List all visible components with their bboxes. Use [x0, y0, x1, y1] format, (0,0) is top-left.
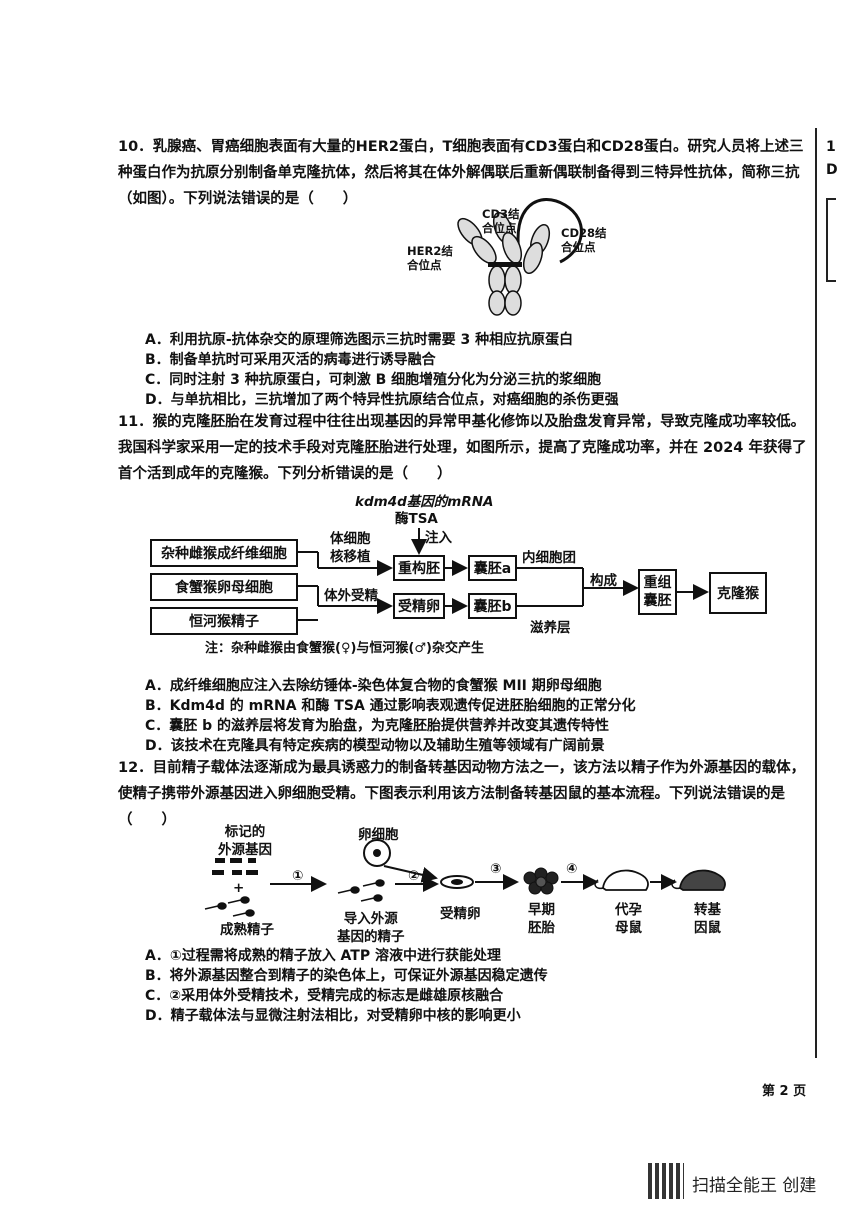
- early-embryo-label: 早期胚胎: [528, 902, 555, 936]
- q10-option-c: C．同时注射 3 种抗原蛋白，可刺激 B 细胞增殖分化为分泌三抗的浆细胞: [145, 372, 602, 388]
- tsa-label: 酶TSA: [395, 511, 438, 527]
- box-rhesus-sperm: 恒河猴精子: [150, 607, 298, 635]
- form-label: 构成: [590, 573, 617, 589]
- box-cloned-monkey: 克隆猴: [709, 572, 767, 614]
- trophoblast-label: 滋养层: [530, 620, 571, 636]
- cd28-site-label: CD28结合位点: [561, 226, 607, 254]
- q12-option-b: B．将外源基因整合到精子的染色体上，可保证外源基因稳定遗传: [145, 968, 548, 984]
- labeled-gene-label: 标记的外源基因: [218, 824, 272, 858]
- step-4-label: ④: [566, 861, 578, 877]
- figure-note: 注：杂种雌猴由食蟹猴(♀)与恒河猴(♂)杂交产生: [205, 641, 484, 656]
- egg-label: 卵细胞: [358, 827, 399, 843]
- qr-code-icon: [648, 1163, 684, 1199]
- zygote-label: 受精卵: [440, 906, 481, 922]
- transgenic-mouse-label: 转基因鼠: [694, 902, 721, 936]
- plus-sign: +: [233, 880, 245, 896]
- nuclear-transfer-label: 体细胞核移植: [330, 531, 371, 565]
- inner-cell-mass-label: 内细胞团: [522, 550, 576, 566]
- side-fragment-2: D: [826, 162, 838, 178]
- question-10-stem: 10．乳腺癌、胃癌细胞表面有大量的HER2蛋白，T细胞表面有CD3蛋白和CD28…: [118, 139, 804, 207]
- step-2-label: ②: [408, 868, 420, 884]
- cd3-site-label: CD3结合位点: [482, 207, 520, 235]
- box-hybrid-fibroblast: 杂种雌猴成纤维细胞: [150, 539, 298, 567]
- page-number: 第 2 页: [762, 1084, 807, 1099]
- q11-option-b: B．Kdm4d 的 mRNA 和酶 TSA 通过影响表观遗传促进胚胎细胞的正常分…: [145, 698, 636, 714]
- q11-option-d: D．该技术在克隆具有特定疾病的模型动物以及辅助生殖等领域有广阔前景: [145, 738, 605, 754]
- inject-label: 注入: [425, 530, 452, 546]
- scanner-watermark: 扫描全能王 创建: [692, 1176, 817, 1196]
- question-12-stem: 12．目前精子载体法逐渐成为最具诱惑力的制备转基因动物方法之一，该方法以精子作为…: [118, 760, 806, 828]
- box-reconstructed-embryo: 重构胚: [393, 555, 445, 581]
- step-3-label: ③: [490, 861, 502, 877]
- side-bracket: [826, 198, 836, 282]
- q10-option-d: D．与单抗相比，三抗增加了两个特异性抗原结合位点，对癌细胞的杀伤更强: [145, 392, 619, 408]
- q12-option-a: A．①过程需将成熟的精子放入 ATP 溶液中进行获能处理: [145, 948, 501, 964]
- carrier-sperm-label: 导入外源基因的精子: [337, 911, 405, 945]
- box-blastocyst-a: 囊胚a: [468, 555, 517, 581]
- box-zygote: 受精卵: [393, 593, 445, 619]
- box-recombinant-blastocyst: 重组囊胚: [638, 569, 677, 615]
- question-11-stem: 11．猴的克隆胚胎在发育过程中往往出现基因的异常甲基化修饰以及胎盘发育异常，导致…: [118, 414, 807, 482]
- mature-sperm-label: 成熟精子: [220, 922, 274, 938]
- side-fragment-1: 1: [826, 139, 836, 155]
- ivf-label: 体外受精: [324, 588, 378, 604]
- q12-option-d: D．精子载体法与显微注射法相比，对受精卵中核的影响更小: [145, 1008, 521, 1024]
- box-blastocyst-b: 囊胚b: [468, 593, 517, 619]
- her2-site-label: HER2结合位点: [407, 244, 453, 272]
- step-1-label: ①: [292, 868, 304, 884]
- q12-option-c: C．②采用体外受精技术，受精完成的标志是雌雄原核融合: [145, 988, 504, 1004]
- kdm4d-label: kdm4d基因的mRNA: [355, 494, 494, 510]
- page-margin-line: [815, 128, 817, 1058]
- box-crab-monkey-oocyte: 食蟹猴卵母细胞: [150, 573, 298, 601]
- q10-option-a: A．利用抗原-抗体杂交的原理筛选图示三抗时需要 3 种相应抗原蛋白: [145, 332, 574, 348]
- q10-option-b: B．制备单抗时可采用灭活的病毒进行诱导融合: [145, 352, 436, 368]
- q11-option-a: A．成纤维细胞应注入去除纺锤体-染色体复合物的食蟹猴 MII 期卵母细胞: [145, 678, 602, 694]
- surrogate-mother-label: 代孕母鼠: [615, 902, 642, 936]
- q11-option-c: C．囊胚 b 的滋养层将发育为胎盘，为克隆胚胎提供营养并改变其遗传特性: [145, 718, 610, 734]
